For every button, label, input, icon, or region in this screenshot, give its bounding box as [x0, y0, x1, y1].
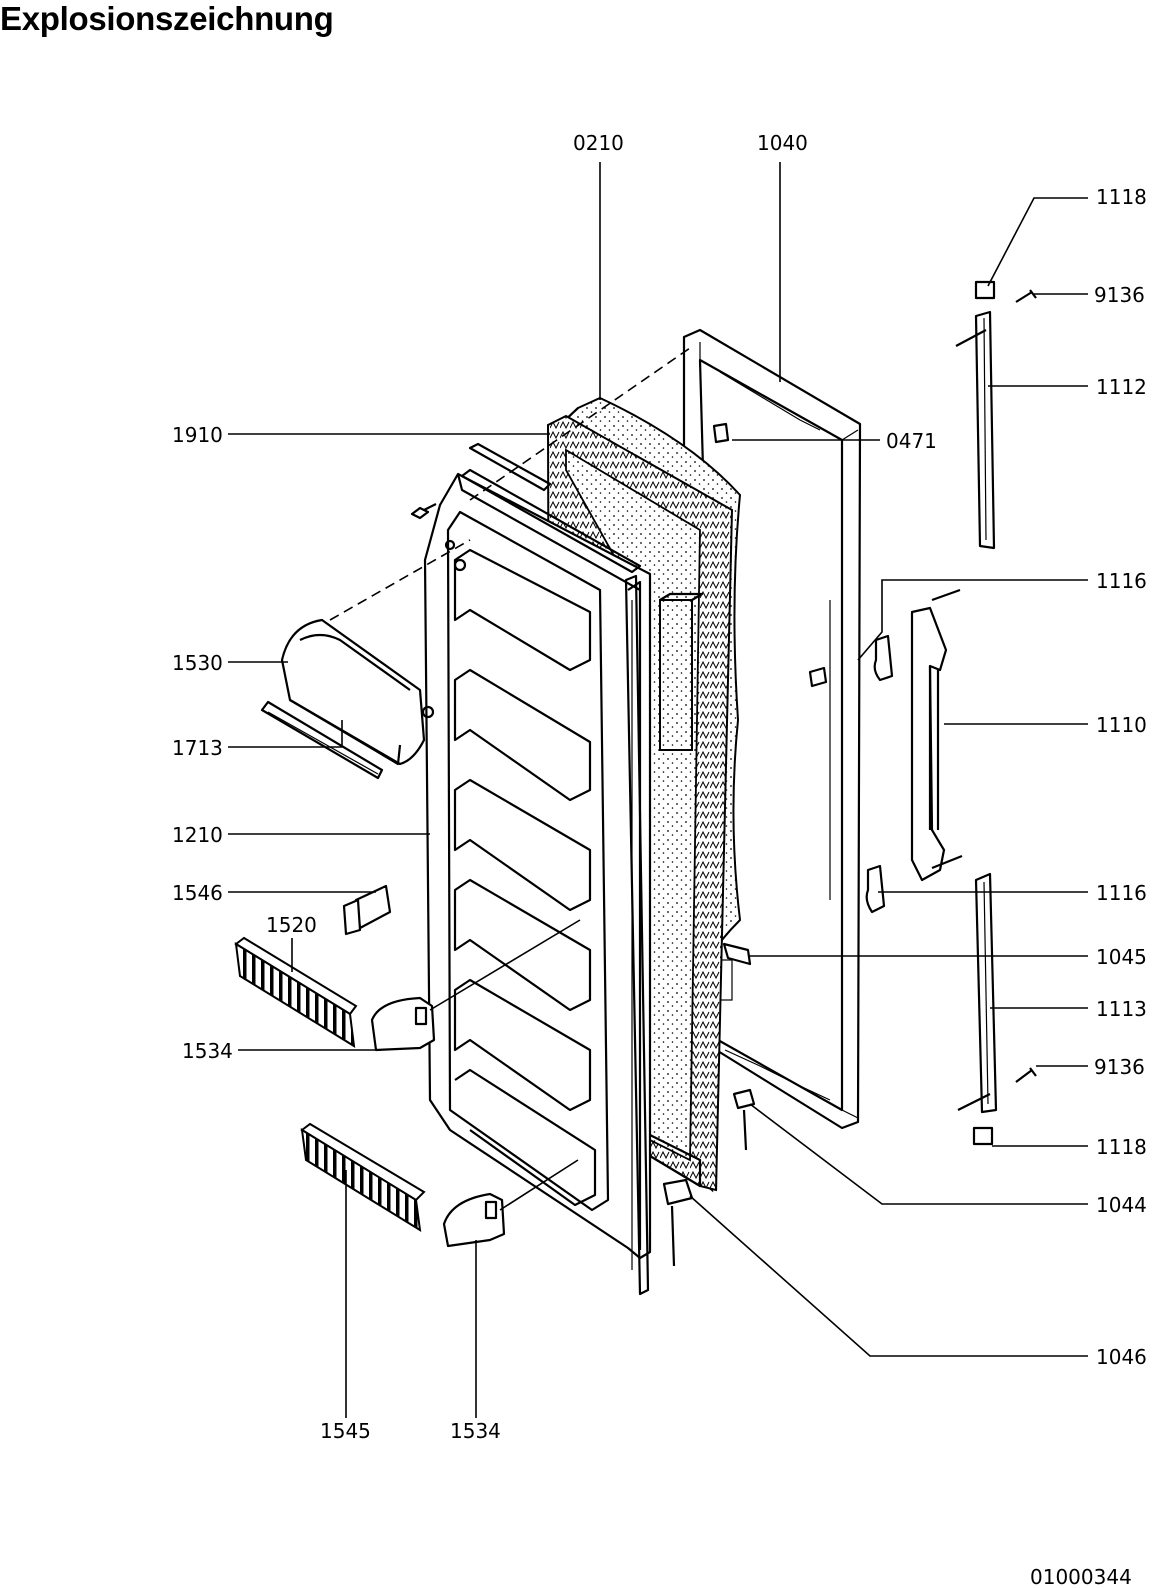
handle-trim-upper — [955, 280, 996, 550]
label-1044: 1044 — [1096, 1193, 1147, 1217]
label-1520: 1520 — [266, 913, 317, 937]
shelf-holder-left — [370, 996, 436, 1052]
screw-9136-bottom — [1015, 1067, 1037, 1083]
label-1534-bottom: 1534 — [450, 1419, 501, 1443]
drawing-number: 01000344 — [1030, 1565, 1132, 1588]
label-0471: 0471 — [886, 429, 937, 453]
label-1546: 1546 — [172, 881, 223, 905]
page-title: Explosionszeichnung — [0, 0, 334, 37]
trim-strip — [260, 700, 384, 780]
catch-part — [808, 666, 828, 688]
label-1040: 1040 — [757, 131, 808, 155]
label-1046: 1046 — [1096, 1345, 1147, 1369]
hinge-part-1046 — [662, 1178, 694, 1267]
label-1118-bottom: 1118 — [1096, 1135, 1147, 1159]
ventilation-grill-upper — [234, 936, 358, 1048]
label-1118-top: 1118 — [1096, 185, 1147, 209]
alignment-lines — [329, 347, 691, 621]
label-1545: 1545 — [320, 1419, 371, 1443]
handle-trim-lower — [957, 872, 998, 1146]
label-1110: 1110 — [1096, 713, 1147, 737]
screw-top-left — [410, 503, 437, 520]
inner-door-liner — [423, 442, 652, 1296]
shelf-clip — [342, 884, 392, 936]
label-9136-bottom: 9136 — [1094, 1055, 1145, 1079]
hinge-part-1045 — [722, 942, 752, 966]
label-1112: 1112 — [1096, 375, 1147, 399]
label-1116-bottom: 1116 — [1096, 881, 1147, 905]
label-1530: 1530 — [172, 651, 223, 675]
label-0210: 0210 — [573, 131, 624, 155]
shelf-cover — [280, 618, 435, 766]
handle-bracket-upper — [873, 634, 894, 682]
label-1210: 1210 — [172, 823, 223, 847]
door-handle — [910, 588, 963, 882]
plug-0471 — [712, 422, 730, 444]
ventilation-grill-lower — [300, 1122, 426, 1232]
shelf-holder-bottom — [442, 1192, 506, 1248]
label-1045: 1045 — [1096, 945, 1147, 969]
label-1713: 1713 — [172, 736, 223, 760]
hinge-part-1044 — [732, 1088, 756, 1151]
handle-bracket-lower — [865, 864, 886, 914]
label-1113: 1113 — [1096, 997, 1147, 1021]
label-1116-top: 1116 — [1096, 569, 1147, 593]
screw-9136-top — [1015, 289, 1037, 303]
label-1910: 1910 — [172, 423, 223, 447]
label-1534-left: 1534 — [182, 1039, 233, 1063]
leader-lines — [228, 162, 1088, 1418]
part-labels: 0210 1040 1118 9136 1112 1910 0471 1116 … — [172, 131, 1147, 1588]
label-9136-top: 9136 — [1094, 283, 1145, 307]
